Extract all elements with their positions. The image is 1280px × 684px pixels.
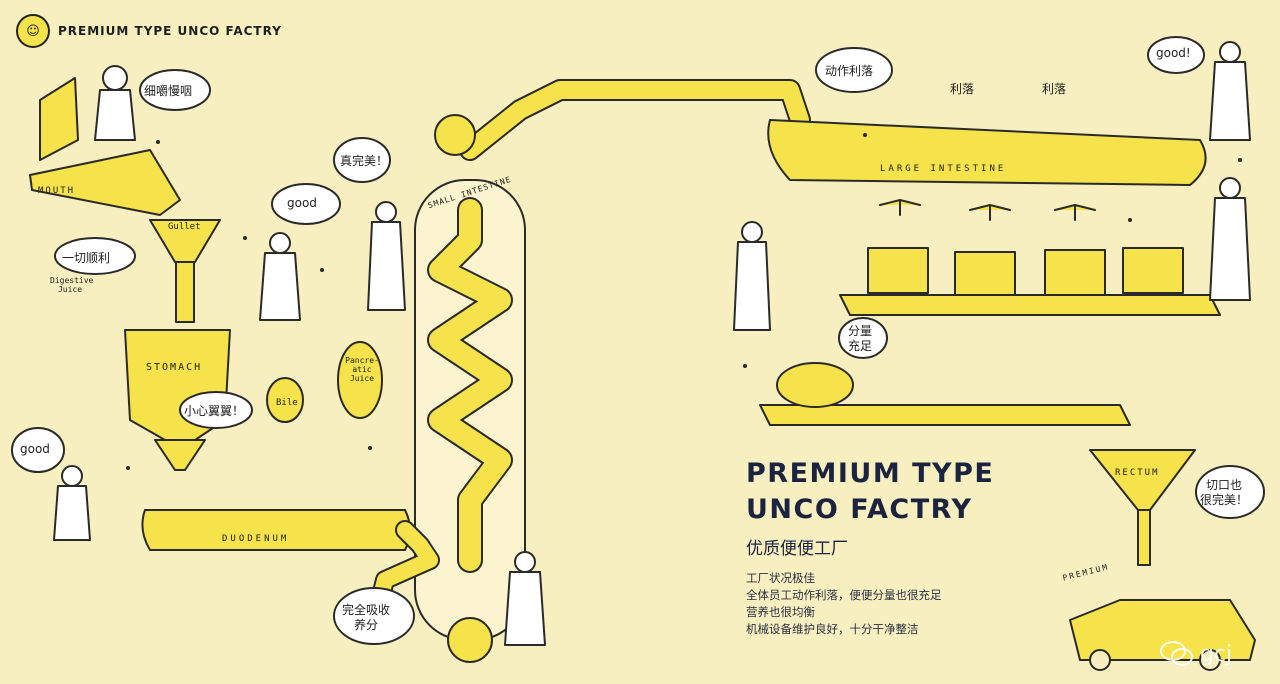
bubble-good-right: good! (1156, 46, 1191, 60)
rectum-label: RECTUM (1115, 468, 1160, 478)
mouth-label: MOUTH (38, 186, 76, 196)
large-intestine-belt (767, 119, 1207, 186)
speech-bubble-shapes (11, 36, 1265, 645)
duodenum-belt (141, 509, 411, 551)
headline: PREMIUM TYPE UNCO FACTRY (746, 456, 994, 528)
gullet-label: Gullet (168, 222, 201, 232)
stomach-label: STOMACH (146, 362, 203, 373)
wechat-icon (1160, 641, 1193, 666)
description-line-3: 营养也很均衡 (746, 605, 815, 619)
bile-label: Bile (276, 398, 298, 408)
bubble-cut-line2: 很完美！ (1200, 493, 1249, 507)
sparkles (126, 133, 1242, 470)
watermark-text: gcj (1200, 641, 1233, 667)
bubble-absorb-line1: 完全吸收 (342, 603, 391, 617)
bubble-absorb: 完全吸收 养分 (342, 603, 390, 633)
bubble-cut-line1: 切口也 (1206, 478, 1243, 492)
rectum-tube (1137, 509, 1151, 566)
bubble-perfect: 真完美！ (340, 154, 389, 168)
bin-conveyor (839, 294, 1221, 316)
pancreatic-juice-label: Pancre-atic Juice (345, 356, 379, 383)
duodenum-label: DUODENUM (222, 534, 290, 544)
description-line-2: 全体员工动作利落，便便分量也很充足 (746, 588, 942, 602)
collection-flask (447, 617, 493, 663)
mouth-machine (39, 77, 79, 161)
bubble-neat-1: 利落 (950, 82, 975, 96)
bubble-good-left: good (20, 442, 50, 456)
bubble-absorb-line2: 养分 (354, 618, 379, 632)
stomach-cone (154, 439, 206, 471)
pancreatic-flask (337, 341, 383, 419)
headline-line1: PREMIUM TYPE (746, 458, 995, 489)
bubble-amount-line1: 分量 (848, 324, 873, 338)
valve (434, 114, 476, 156)
headline-line2: UNCO FACTRY (746, 494, 973, 525)
workers (53, 41, 1251, 646)
poop-logo-icon: ☺ (16, 14, 50, 48)
bubble-amount: 分量 充足 (848, 324, 872, 354)
gullet-tube (175, 261, 195, 323)
fans (879, 199, 1096, 221)
digestive-juice-label: Digestive Juice (50, 276, 94, 294)
headline-subtitle: 优质便便工厂 (746, 539, 848, 559)
bubble-neat-2: 利落 (1042, 82, 1067, 96)
bin-2 (954, 251, 1016, 298)
bubble-smooth: 一切顺利 (62, 251, 111, 265)
bubble-chew: 细嚼慢咽 (144, 84, 193, 98)
mouth-tray (29, 149, 181, 216)
bubble-action: 动作利落 (825, 64, 874, 78)
bubble-cut: 切口也 很完美！ (1200, 478, 1248, 508)
lower-conveyor (759, 404, 1131, 426)
delivery-truck (1069, 599, 1256, 661)
description-line-4: 机械设备维护良好，十分干净整洁 (746, 622, 919, 636)
poop-mound (776, 362, 854, 408)
watermark: gcj (1160, 640, 1232, 668)
description: 工厂状况极佳 全体员工动作利落，便便分量也很充足 营养也很均衡 机械设备维护良好… (746, 570, 942, 638)
brand: ☺ PREMIUM TYPE UNCO FACTRY (16, 14, 282, 48)
bin-3 (1044, 249, 1106, 296)
bubble-careful: 小心翼翼！ (184, 404, 245, 418)
description-line-1: 工厂状况极佳 (746, 571, 815, 585)
bubble-amount-line2: 充足 (848, 339, 873, 353)
bubble-good-top: good (287, 196, 317, 210)
large-intestine-label: LARGE INTESTINE (880, 164, 1007, 174)
bin-4 (1122, 247, 1184, 294)
bile-flask (266, 377, 304, 423)
brand-title: PREMIUM TYPE UNCO FACTRY (58, 24, 282, 38)
bin-1 (867, 247, 929, 294)
rectum-funnel (1089, 449, 1196, 511)
